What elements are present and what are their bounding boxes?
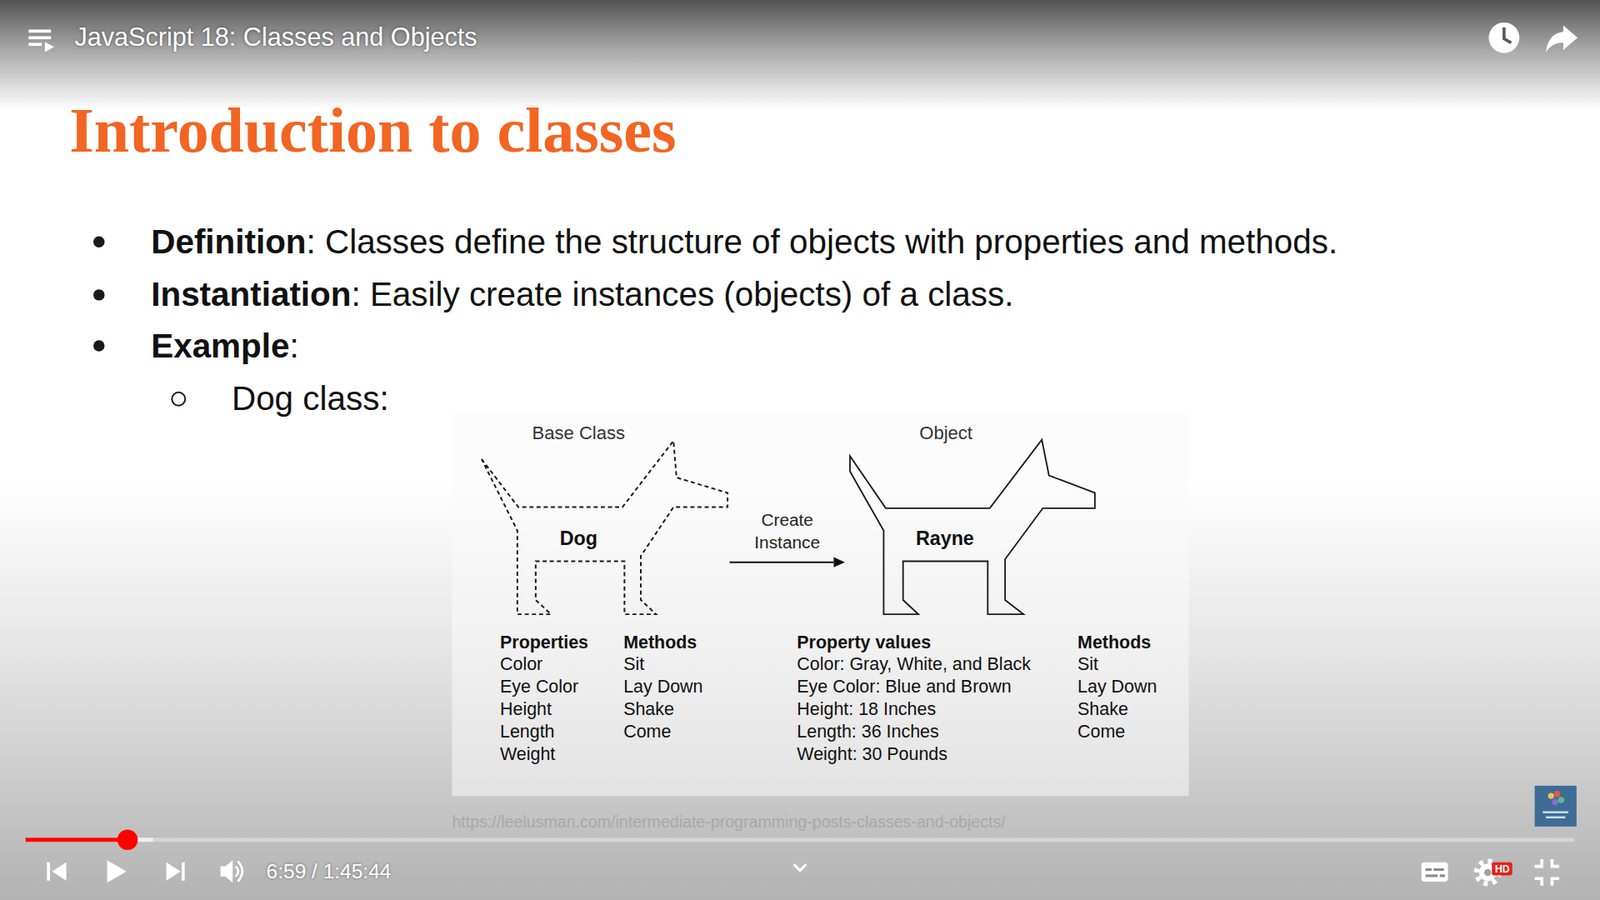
column-item: Height: 18 Inches — [796, 698, 936, 721]
column-item: Come — [623, 720, 671, 743]
column-item: Sit — [1077, 653, 1099, 676]
bullet-row: Example: — [150, 323, 299, 369]
bullet-row: Definition: Classes define the structure… — [150, 219, 1338, 265]
column-heading: Property values — [796, 630, 931, 654]
channel-logo — [1535, 785, 1577, 827]
dog-outline — [845, 418, 1105, 619]
watch-later-icon — [1489, 22, 1520, 54]
column-item: Length: 36 Inches — [796, 720, 939, 743]
edge-label: Create Instance — [744, 509, 830, 555]
column-item: Weight: 30 Pounds — [796, 742, 948, 765]
dog-shape — [850, 440, 1095, 615]
column-item: Eye Color — [500, 675, 579, 699]
sub-bullet — [171, 392, 185, 406]
column-item: Come — [1077, 720, 1125, 743]
column-item: Weight — [500, 742, 555, 765]
class-name: Dog — [560, 527, 598, 550]
column-item: Eye Color: Blue and Brown — [796, 675, 1011, 699]
bullet-dots — [93, 235, 105, 351]
column-heading: Properties — [500, 630, 589, 654]
node-heading: Base Class — [532, 421, 625, 445]
column-item: Shake — [623, 698, 675, 721]
dog-node: Base ClassDog — [474, 418, 730, 619]
bullet-text: : Easily create instances (objects) of a… — [350, 272, 1014, 318]
progress-bar — [25, 830, 1575, 850]
source-url: https://leelusman.com/intermediate-progr… — [451, 812, 1005, 833]
dog-shape — [481, 440, 728, 615]
arrow-line — [730, 561, 835, 564]
bullet-text: : Classes define the structure of object… — [306, 219, 1339, 265]
chevron-icon — [794, 864, 807, 870]
column-item: Color — [500, 653, 543, 676]
fullscreen-exit-icon — [1535, 859, 1560, 886]
diagram-panel — [451, 413, 1189, 796]
share-icon — [1545, 25, 1578, 53]
bullet-text: Dog class: — [231, 376, 390, 422]
dog-outline — [474, 418, 730, 619]
column-item: Lay Down — [623, 675, 703, 699]
bullet-term: Instantiation — [150, 272, 351, 318]
node-heading: Object — [919, 421, 973, 445]
column-item: Length — [500, 720, 555, 743]
hd-badge: HD — [1491, 861, 1513, 875]
column-item: Shake — [1077, 698, 1129, 721]
arrow-head — [833, 557, 845, 568]
playlist-icon — [28, 30, 55, 53]
slide-title: Introduction to classes — [69, 90, 676, 172]
bullet-row: Dog class: — [231, 376, 390, 422]
class-name: Rayne — [915, 527, 975, 550]
player-controls — [46, 860, 242, 883]
column-item: Height — [500, 698, 552, 721]
video-title: JavaScript 18: Classes and Objects — [74, 21, 477, 53]
instance-arrow — [730, 557, 845, 568]
bullet-term: Example — [150, 323, 290, 369]
dog-node: ObjectRayne — [845, 418, 1105, 619]
column-heading: Methods — [623, 630, 697, 654]
bullet-row: Instantiation: Easily create instances (… — [150, 272, 1014, 318]
time-display: 6:59 / 1:45:44 — [266, 858, 392, 885]
column-item: Color: Gray, White, and Black — [796, 653, 1031, 676]
column-item: Lay Down — [1077, 675, 1157, 699]
bullet-term: Definition — [150, 219, 306, 265]
bullet-text: : — [289, 323, 299, 369]
column-heading: Methods — [1077, 630, 1151, 654]
subtitles-icon — [1421, 862, 1449, 882]
column-item: Sit — [623, 653, 645, 676]
